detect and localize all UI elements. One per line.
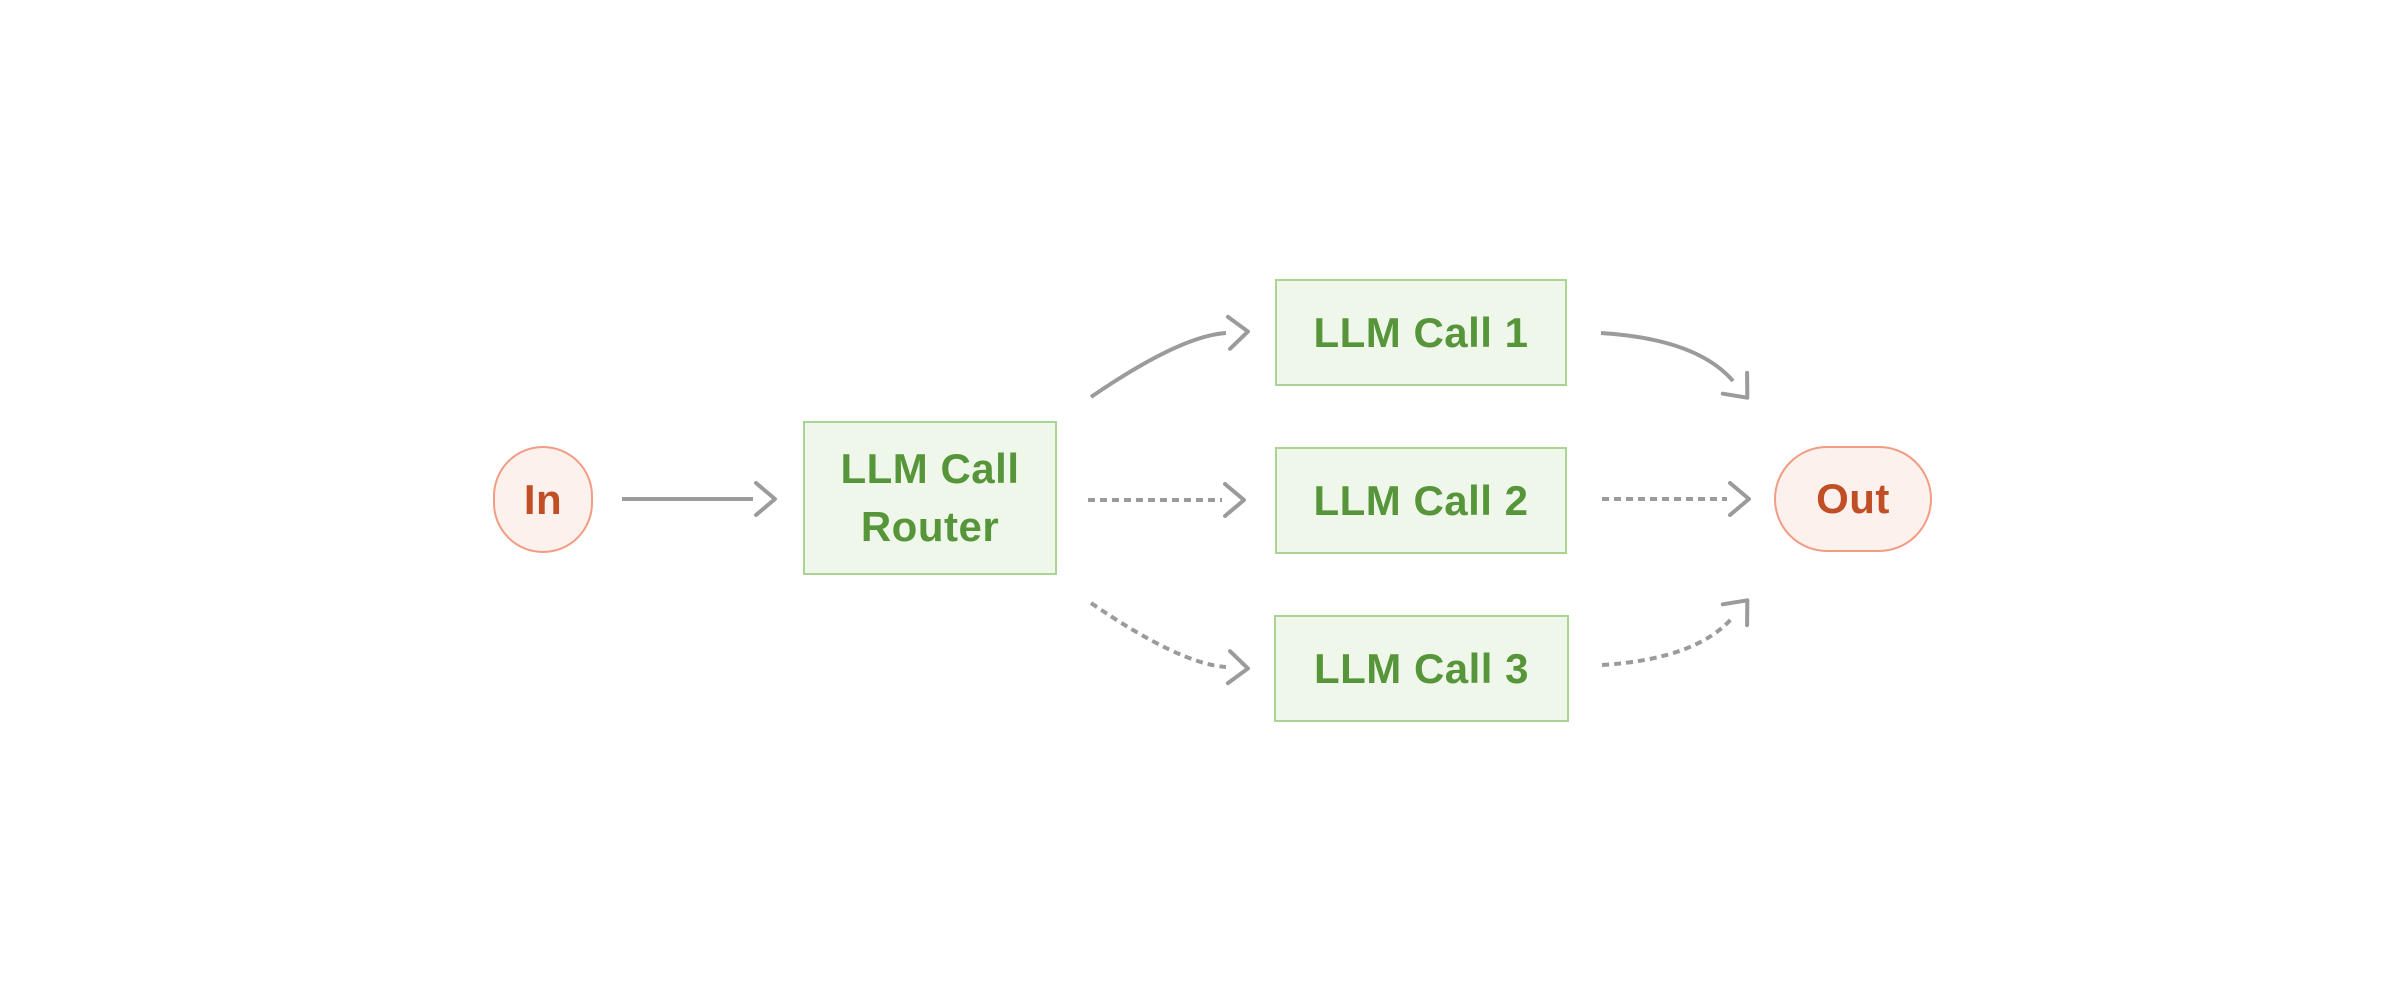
node-llm-call-3: LLM Call 3 [1274, 615, 1569, 722]
edge-router-to-call3 [1089, 601, 1250, 686]
edge-call3-to-out [1601, 598, 1750, 667]
node-llm-call-2: LLM Call 2 [1275, 447, 1567, 554]
node-llm-call-1: LLM Call 1 [1275, 279, 1567, 386]
node-llm-call-3-label: LLM Call 3 [1313, 644, 1530, 692]
node-in: In [493, 446, 593, 553]
node-llm-call-router: LLM Call Router [803, 421, 1057, 575]
node-llm-call-2-label: LLM Call 2 [1313, 476, 1529, 524]
edge-call1-to-out [1600, 331, 1750, 400]
node-in-label: In [523, 475, 563, 523]
node-llm-call-1-label: LLM Call 1 [1313, 308, 1529, 356]
node-llm-call-router-label: LLM Call Router [840, 445, 1020, 550]
edge-router-to-call1 [1089, 314, 1250, 399]
node-out: Out [1774, 446, 1932, 552]
node-out-label: Out [1816, 475, 1890, 523]
